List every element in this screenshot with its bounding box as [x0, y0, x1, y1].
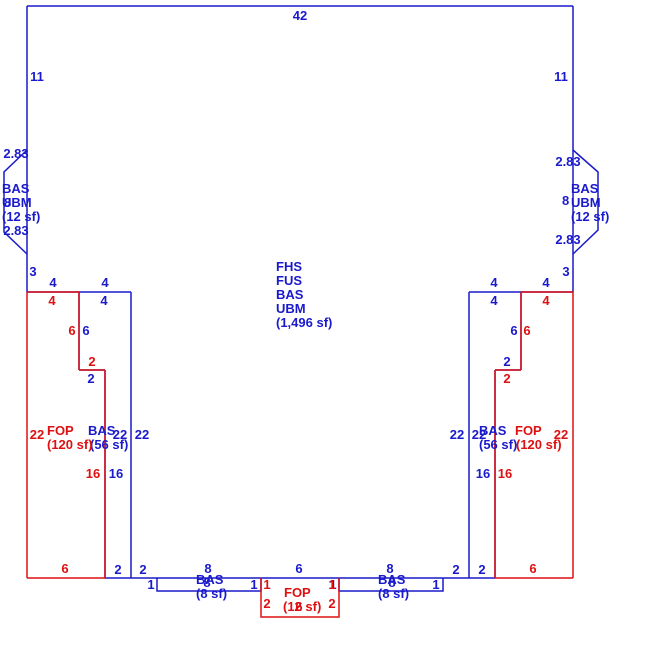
fop-left-dim-2: 2: [88, 354, 95, 369]
bay-right-outline: [572, 149, 599, 255]
bas-left-dim-16: 16: [109, 466, 123, 481]
bas-right-dim-6: 6: [510, 323, 517, 338]
bay-right-dim-3: 3: [562, 264, 569, 279]
fop-right-outline: [494, 291, 574, 579]
fop-left-area: (120 sf): [47, 437, 93, 452]
bas-small-right-dim-bottom: 8: [388, 575, 395, 590]
dim-right-11: 11: [554, 69, 568, 84]
bas-left-dim-6: 6: [82, 323, 89, 338]
bas-right-dim-2b: 2: [452, 562, 459, 577]
bay-left-dim-bottom: 2.83: [3, 223, 28, 238]
bas-small-left-dim-right: 1: [250, 577, 257, 592]
fop-right-code: FOP: [515, 423, 542, 438]
dim-left-11: 11: [30, 69, 44, 84]
bas-right-dim-16: 16: [476, 466, 490, 481]
bas-right-dim-4: 4: [490, 293, 498, 308]
main-area-sf: (1,496 sf): [276, 315, 332, 330]
bas-right-area: (56 sf): [479, 437, 517, 452]
fop-small-code: FOP: [284, 585, 311, 600]
bas-small-right-code: BAS: [378, 572, 406, 587]
fop-small-dim-left: 2: [263, 596, 270, 611]
bas-right-dim-top-b: 4: [542, 275, 550, 290]
fop-small-dim-bottom: 6: [295, 599, 302, 614]
bay-left-dim-top: 2.83: [3, 146, 28, 161]
bas-small-left-dim-bottom: 8: [203, 575, 210, 590]
main-code-4: UBM: [276, 301, 306, 316]
bas-small-left-dim-top: 8: [204, 561, 211, 576]
fop-small-dim-right: 2: [328, 596, 335, 611]
fop-right-dim-22: 22: [554, 427, 568, 442]
bas-right-dim-2c: 2: [478, 562, 485, 577]
fop-right-dim-16: 16: [498, 466, 512, 481]
bay-left-dim-front: 8: [4, 195, 11, 210]
fop-left-dim-bottom: 6: [61, 561, 68, 576]
fop-small-outline: [260, 578, 340, 618]
bas-left-dim-top-b: 4: [101, 275, 109, 290]
fop-left-dim-22: 22: [30, 427, 44, 442]
fop-left-dim-6: 6: [68, 323, 75, 338]
dim-top-42: 42: [293, 8, 307, 23]
bas-right-code: BAS: [479, 423, 507, 438]
main-code-2: FUS: [276, 273, 302, 288]
bay-right-dim-front: 8: [562, 193, 569, 208]
fop-small-area: (12 sf): [283, 599, 321, 614]
bas-small-right-dim-top: 8: [386, 561, 393, 576]
bas-left-code: BAS: [88, 423, 116, 438]
fop-left-code: FOP: [47, 423, 74, 438]
fop-small-dim-right-top: 1: [328, 577, 335, 592]
bas-right-dim-top-a: 4: [490, 275, 498, 290]
fop-left-outline: [26, 291, 106, 579]
bay-left-code-2: UBM: [2, 195, 32, 210]
bas-left-dim-2c: 2: [139, 562, 146, 577]
bas-small-right-area: (8 sf): [378, 586, 409, 601]
bay-left-outline: [3, 149, 28, 255]
bas-left-dim-2b: 2: [114, 562, 121, 577]
bas-left-dim-4: 4: [100, 293, 108, 308]
main-code-3: BAS: [276, 287, 304, 302]
bas-small-right-dim-left: 1: [329, 577, 336, 592]
bay-right-code-1: BAS: [571, 181, 599, 196]
bay-right-code-2: UBM: [571, 195, 601, 210]
bas-left-area: (56 sf): [90, 437, 128, 452]
bay-right-area: (12 sf): [571, 209, 609, 224]
main-code-1: FHS: [276, 259, 302, 274]
bay-right-dim-bottom: 2.83: [555, 232, 580, 247]
bas-left-dim-22b: 22: [135, 427, 149, 442]
fop-right-dim-6: 6: [523, 323, 530, 338]
bas-small-left-area: (8 sf): [196, 586, 227, 601]
bas-right-dim-22b: 22: [472, 427, 486, 442]
fop-right-dim-top: 4: [542, 293, 550, 308]
bas-small-left-dim-left: 1: [147, 577, 154, 592]
bas-left-dim-top-a: 4: [49, 275, 57, 290]
fop-right-area: (120 sf): [516, 437, 562, 452]
bay-left-area: (12 sf): [2, 209, 40, 224]
fop-left-dim-16: 16: [86, 466, 100, 481]
fop-right-dim-2: 2: [503, 371, 510, 386]
bay-left-code-1: BAS: [2, 181, 30, 196]
fop-small-dim-top: 6: [295, 561, 302, 576]
fop-right-dim-bottom: 6: [529, 561, 536, 576]
bas-small-right-dim-right: 1: [432, 577, 439, 592]
bas-right-dim-2: 2: [503, 354, 510, 369]
fop-small-dim-left-top: 1: [263, 577, 270, 592]
bay-left-dim-3: 3: [29, 264, 36, 279]
bas-right-dim-22a: 22: [450, 427, 464, 442]
bas-left-dim-22a: 22: [113, 427, 127, 442]
bas-left-dim-2: 2: [87, 371, 94, 386]
bas-small-left-code: BAS: [196, 572, 224, 587]
bay-right-dim-top: 2.83: [555, 154, 580, 169]
fop-left-dim-top: 4: [48, 293, 56, 308]
